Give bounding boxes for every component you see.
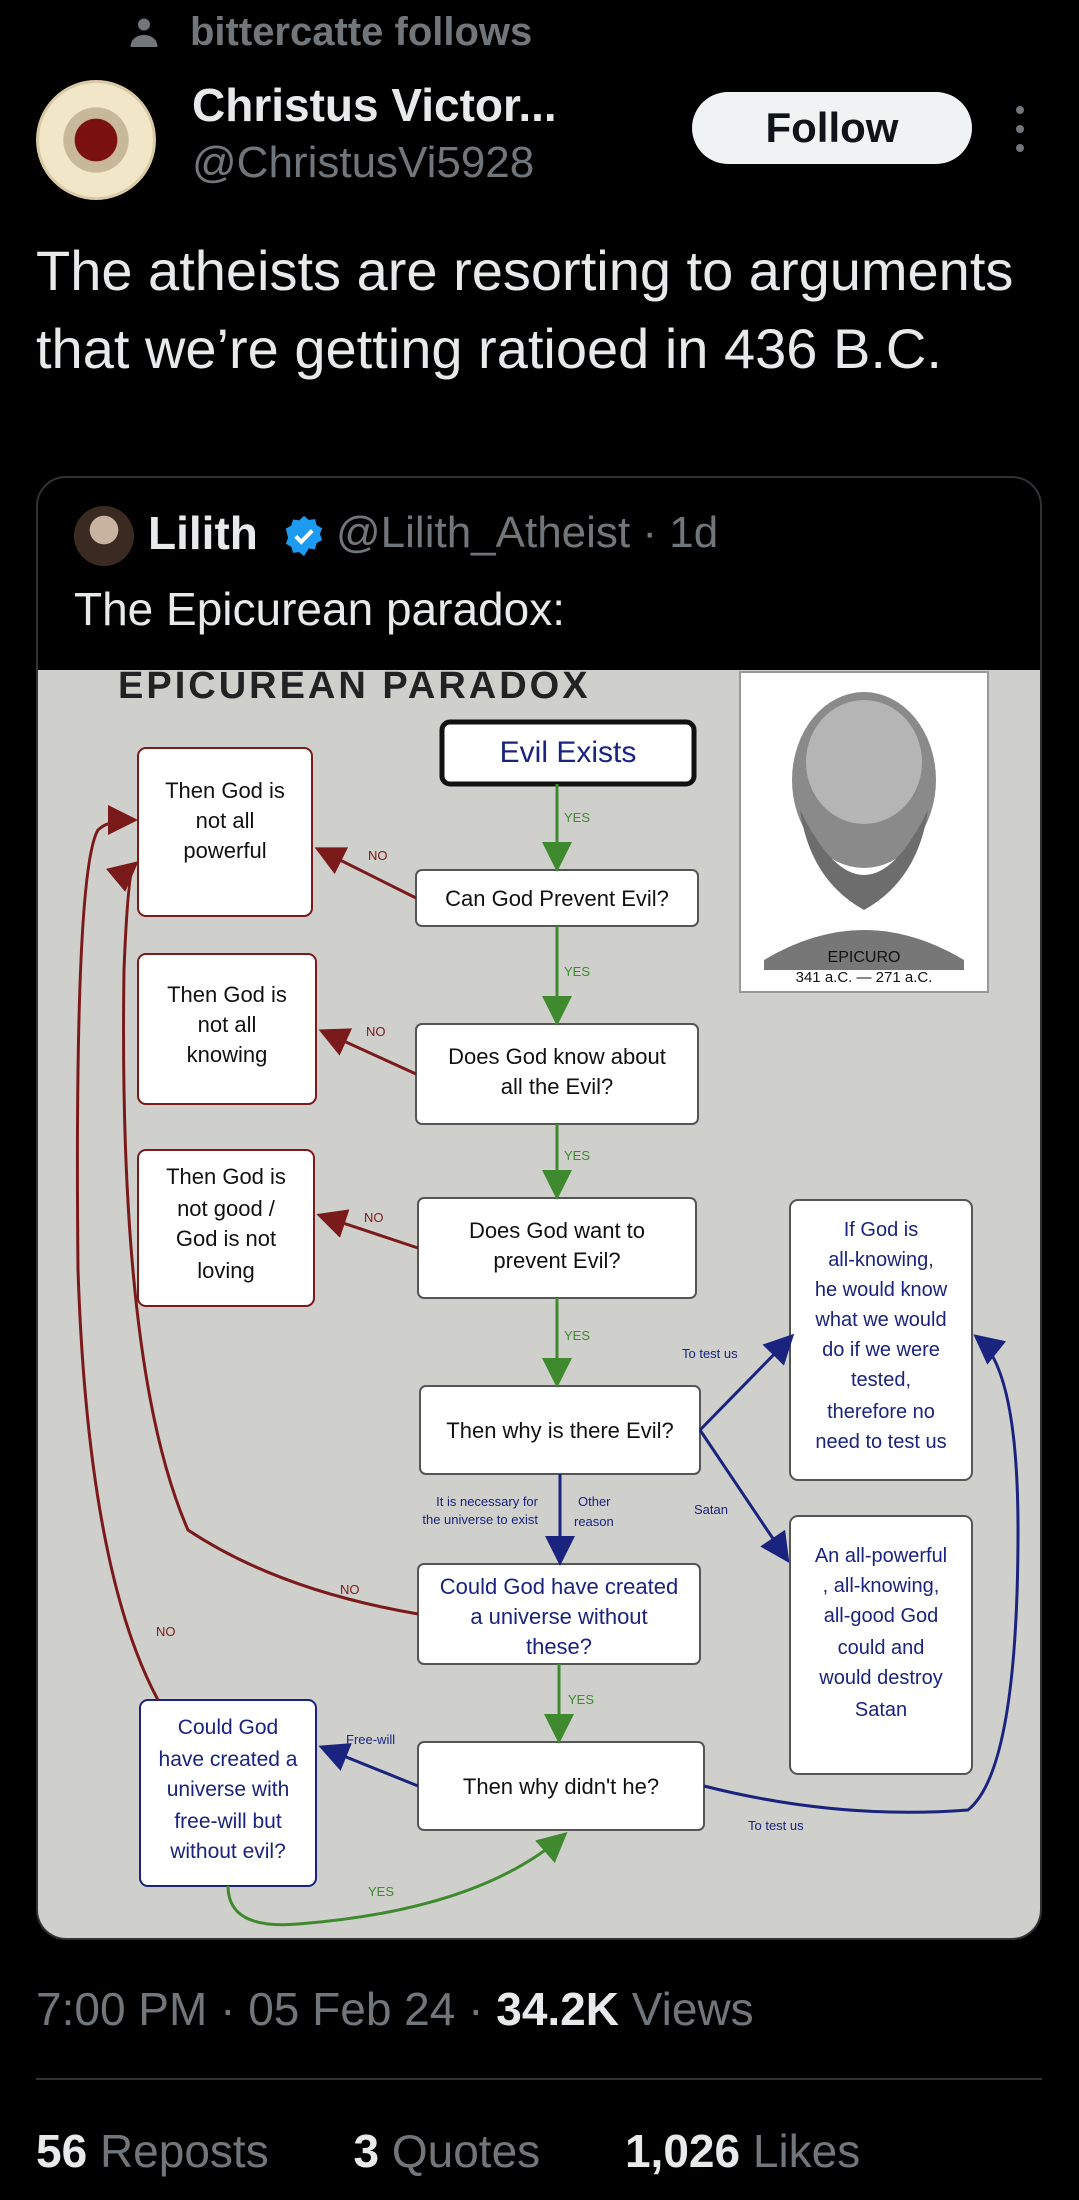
node-evil-exists: Evil Exists bbox=[500, 736, 637, 769]
edge-to-test-us-2: To test us bbox=[748, 1818, 804, 1833]
node-know-about-2: all the Evil? bbox=[501, 1074, 614, 1099]
node-test-8: need to test us bbox=[815, 1431, 946, 1453]
node-test-1: If God is bbox=[844, 1219, 918, 1241]
node-not-powerful-1: Then God is bbox=[165, 778, 285, 803]
node-freewill-5: without evil? bbox=[169, 1840, 286, 1863]
edge-no-2: NO bbox=[366, 1024, 386, 1039]
edge-yes-5: YES bbox=[568, 1692, 594, 1707]
node-not-good-4: loving bbox=[197, 1258, 254, 1283]
quotes-stat[interactable]: 3 Quotes bbox=[353, 2125, 541, 2177]
quoted-author-avatar[interactable] bbox=[74, 506, 134, 566]
author-avatar[interactable] bbox=[36, 80, 156, 200]
node-test-5: do if we were bbox=[822, 1339, 940, 1361]
edge-satan: Satan bbox=[694, 1502, 728, 1517]
edge-yes-2: YES bbox=[564, 964, 590, 979]
diagram-title: EPICUREAN PARADOX bbox=[118, 670, 591, 707]
node-could-create-1: Could God have created bbox=[440, 1574, 679, 1599]
node-not-good-2: not good / bbox=[177, 1196, 276, 1221]
node-freewill-1: Could God bbox=[178, 1716, 278, 1739]
node-could-create-3: these? bbox=[526, 1634, 592, 1659]
node-not-powerful-3: powerful bbox=[183, 838, 266, 863]
edge-yes-4: YES bbox=[564, 1328, 590, 1343]
tweet-text: The atheists are resorting to arguments … bbox=[36, 239, 1014, 380]
views-label: Views bbox=[618, 1983, 754, 2035]
edge-no-4: NO bbox=[340, 1582, 360, 1597]
author-handle[interactable]: @ChristusVi5928 bbox=[192, 138, 535, 187]
node-can-prevent: Can God Prevent Evil? bbox=[445, 886, 669, 911]
quoted-author-handle[interactable]: @Lilith_Atheist · 1d bbox=[336, 508, 719, 557]
edge-yes-1: YES bbox=[564, 810, 590, 825]
edge-to-test-us-1: To test us bbox=[682, 1346, 738, 1361]
edge-necessary-2: the universe to exist bbox=[422, 1512, 538, 1527]
edge-necessary-1: It is necessary for bbox=[436, 1494, 539, 1509]
node-why-evil: Then why is there Evil? bbox=[446, 1418, 673, 1443]
tweet-stats: 56 Reposts 3 Quotes 1,026 Likes bbox=[36, 2124, 932, 2178]
follow-button[interactable]: Follow bbox=[692, 92, 972, 164]
node-want-2: prevent Evil? bbox=[493, 1248, 620, 1273]
node-could-create-2: a universe without bbox=[470, 1604, 647, 1629]
edge-other-1: Other bbox=[578, 1494, 611, 1509]
author-name[interactable]: Christus Victor... bbox=[192, 79, 557, 131]
node-test-6: tested, bbox=[851, 1369, 911, 1391]
node-satan-3: all-good God bbox=[824, 1605, 939, 1627]
node-not-knowing-1: Then God is bbox=[167, 982, 287, 1007]
verified-badge-icon bbox=[285, 515, 323, 557]
node-test-2: all-knowing, bbox=[828, 1249, 934, 1271]
person-icon bbox=[130, 18, 158, 47]
edge-free-will: Free-will bbox=[346, 1732, 395, 1747]
likes-stat[interactable]: 1,026 Likes bbox=[624, 2125, 861, 2177]
views-count: 34.2K bbox=[496, 1983, 619, 2035]
quoted-author-name[interactable]: Lilith bbox=[148, 507, 258, 559]
node-freewill-4: free-will but bbox=[174, 1810, 282, 1833]
portrait-caption-dates: 341 a.C. — 271 a.C. bbox=[796, 969, 933, 986]
edge-yes-3: YES bbox=[564, 1148, 590, 1163]
tweet-timestamp[interactable]: 7:00 PM · 05 Feb 24 · bbox=[36, 1983, 497, 2035]
node-freewill-3: universe with bbox=[167, 1778, 290, 1801]
node-not-knowing-3: knowing bbox=[187, 1042, 268, 1067]
quoted-tweet-text: The Epicurean paradox: bbox=[74, 583, 565, 635]
more-options-icon[interactable] bbox=[1010, 104, 1030, 154]
edge-no-3: NO bbox=[364, 1210, 384, 1225]
node-not-good-3: God is not bbox=[176, 1226, 276, 1251]
flowchart-image[interactable]: EPICUREAN PARADOX EPICURO 341 a.C. — 271… bbox=[38, 665, 1040, 1938]
node-test-3: he would know bbox=[815, 1279, 948, 1301]
tweet-meta: 7:00 PM · 05 Feb 24 · 34.2K Views bbox=[36, 1982, 754, 2036]
node-satan-4: could and bbox=[838, 1637, 925, 1659]
edge-other-2: reason bbox=[574, 1514, 614, 1529]
node-satan-6: Satan bbox=[855, 1699, 907, 1721]
edge-no-5: NO bbox=[156, 1624, 176, 1639]
quoted-tweet[interactable]: Lilith @Lilith_Atheist · 1d The Epicurea… bbox=[36, 476, 1042, 1940]
node-satan-5: would destroy bbox=[818, 1667, 942, 1689]
epicurus-portrait: EPICURO 341 a.C. — 271 a.C. bbox=[739, 671, 989, 993]
node-not-good-1: Then God is bbox=[166, 1164, 286, 1189]
edge-no-1: NO bbox=[368, 848, 388, 863]
portrait-caption-name: EPICURO bbox=[828, 949, 901, 966]
social-context: bittercatte follows bbox=[190, 10, 533, 54]
node-satan-2: , all-knowing, bbox=[823, 1575, 940, 1597]
divider bbox=[36, 2078, 1042, 2080]
node-satan-1: An all-powerful bbox=[815, 1545, 947, 1567]
node-test-4: what we would bbox=[814, 1309, 946, 1331]
node-test-7: therefore no bbox=[827, 1401, 935, 1423]
node-why-didnt: Then why didn't he? bbox=[463, 1774, 659, 1799]
node-not-powerful-2: not all bbox=[196, 808, 255, 833]
node-freewill-2: have created a bbox=[159, 1748, 298, 1771]
flowchart-diagram: EPICUREAN PARADOX EPICURO 341 a.C. — 271… bbox=[75, 665, 1020, 1927]
edge-yes-6: YES bbox=[368, 1884, 394, 1899]
node-want-1: Does God want to bbox=[469, 1218, 645, 1243]
reposts-stat[interactable]: 56 Reposts bbox=[36, 2125, 269, 2177]
node-not-knowing-2: not all bbox=[198, 1012, 257, 1037]
node-know-about-1: Does God know about bbox=[448, 1044, 666, 1069]
